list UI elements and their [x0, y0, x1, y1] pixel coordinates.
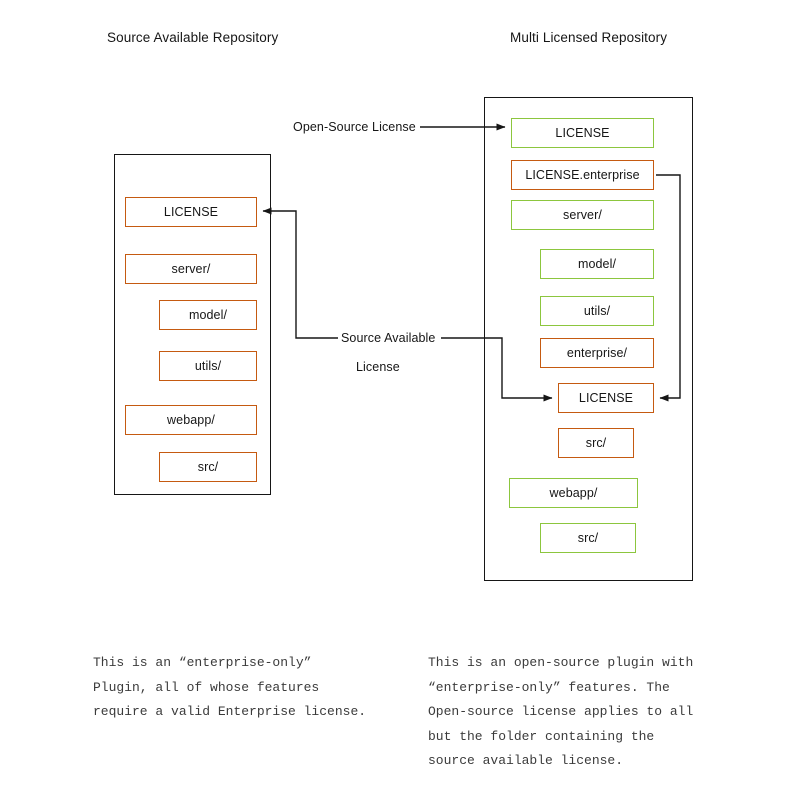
- right-node-license[interactable]: LICENSE: [511, 118, 654, 148]
- left-node-webapp[interactable]: webapp/: [125, 405, 257, 435]
- right-node-webapp-src[interactable]: src/: [540, 523, 636, 553]
- left-node-server[interactable]: server/: [125, 254, 257, 284]
- right-repo-title: Multi Licensed Repository: [510, 30, 668, 45]
- right-node-enterprise[interactable]: enterprise/: [540, 338, 654, 368]
- right-node-utils[interactable]: utils/: [540, 296, 654, 326]
- right-repo-caption: This is an open-source plugin with “ente…: [428, 655, 694, 768]
- left-repo-caption: This is an “enterprise-only” Plugin, all…: [93, 655, 367, 719]
- edge-label-open-source-license: Open-Source License: [293, 120, 416, 134]
- edge-label-source-available-line1: Source Available: [341, 331, 436, 345]
- left-node-utils[interactable]: utils/: [159, 351, 257, 381]
- right-node-webapp[interactable]: webapp/: [509, 478, 638, 508]
- right-node-model[interactable]: model/: [540, 249, 654, 279]
- right-node-enterprise-license[interactable]: LICENSE: [558, 383, 654, 413]
- left-node-license[interactable]: LICENSE: [125, 197, 257, 227]
- left-repo-title: Source Available Repository: [107, 30, 279, 45]
- edge-source-available-to-left-license: [262, 207, 338, 339]
- edge-label-source-available-line2: License: [356, 360, 400, 374]
- left-node-src[interactable]: src/: [159, 452, 257, 482]
- right-node-server[interactable]: server/: [511, 200, 654, 230]
- right-node-license-enterprise[interactable]: LICENSE.enterprise: [511, 160, 654, 190]
- right-node-enterprise-src[interactable]: src/: [558, 428, 634, 458]
- left-node-model[interactable]: model/: [159, 300, 257, 330]
